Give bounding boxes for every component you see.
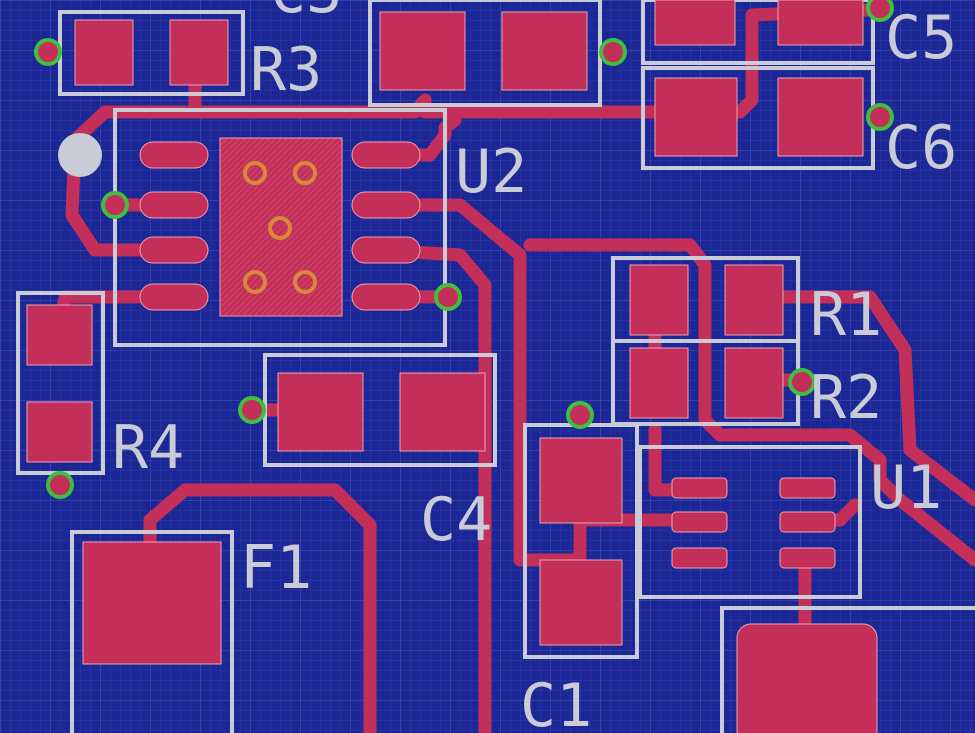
thermal-via	[293, 270, 317, 294]
u1-pin-2	[671, 511, 728, 533]
ref-u1: U1	[870, 453, 942, 523]
f1-pad	[82, 541, 222, 665]
r4-pad-2	[26, 401, 93, 463]
via	[599, 38, 627, 66]
via	[101, 191, 129, 219]
u2-pin-8	[351, 141, 421, 169]
c5-pad-2	[777, 0, 864, 46]
u1-outline	[638, 445, 862, 599]
r1-pad-1	[629, 264, 689, 336]
r4-pad-1	[26, 304, 93, 366]
ref-c5: C5	[885, 3, 957, 73]
u1-pin-5	[779, 511, 836, 533]
bottom-pad-outline	[720, 606, 975, 733]
bottom-large-pad	[736, 623, 878, 733]
vias	[34, 0, 894, 499]
thermal-via	[268, 216, 292, 240]
via	[434, 283, 462, 311]
ref-r1: R1	[810, 280, 882, 350]
via	[34, 38, 62, 66]
via	[46, 471, 74, 499]
ref-c6: C6	[885, 113, 957, 183]
via	[866, 0, 894, 22]
r3-pad-2	[169, 19, 229, 86]
thermal-via	[293, 161, 317, 185]
ref-u2: U2	[455, 137, 527, 207]
trace-u2-left	[65, 105, 147, 257]
ref-f1: F1	[240, 533, 312, 603]
u1-pin-6	[779, 477, 836, 499]
u1-pin-3	[671, 547, 728, 569]
via	[566, 401, 594, 429]
u2-pin-2	[139, 191, 209, 219]
ref-c4: C4	[420, 485, 492, 555]
r3-pad-1	[74, 19, 134, 86]
trace-r1-right	[748, 290, 975, 507]
ref-c3: C3	[270, 0, 342, 27]
c1-pad-2	[539, 559, 623, 646]
ref-r3: R3	[250, 35, 322, 105]
f1-outline	[70, 530, 234, 733]
u2-thermal-vias	[243, 161, 317, 294]
u2-pin-1	[139, 141, 209, 169]
thermal-via	[243, 270, 267, 294]
trace-f1-loop	[143, 483, 377, 733]
u2-pin-4	[139, 283, 209, 311]
via	[788, 368, 816, 396]
r2-pad-2	[724, 347, 784, 419]
c3-pad-2	[501, 11, 588, 91]
ref-r2: R2	[810, 363, 882, 433]
c4-pad-1	[277, 372, 364, 452]
c6-pad-1	[654, 77, 738, 157]
c3-pad-1	[379, 11, 466, 91]
c5-outline	[641, 0, 875, 65]
c1-pad-1	[539, 437, 623, 524]
r2-pad-1	[629, 347, 689, 419]
r1-pad-2	[724, 264, 784, 336]
u2-pin-3	[139, 236, 209, 264]
u2-outline	[113, 108, 447, 347]
ref-r4: R4	[112, 413, 184, 483]
u1-pin-1	[671, 477, 728, 499]
trace-r1-loop	[523, 238, 975, 567]
u2-pin-5	[351, 283, 421, 311]
pads	[26, 0, 878, 733]
via	[238, 396, 266, 424]
u2-pin1-marker	[58, 133, 102, 177]
u1-pin-4	[779, 547, 836, 569]
via	[866, 103, 894, 131]
thermal-via	[243, 161, 267, 185]
u2-pin-6	[351, 236, 421, 264]
c5-pad-1	[654, 0, 736, 46]
u2-pin-7	[351, 191, 421, 219]
reference-designators: C3 R3 C5 C6 U2 R1 R2 R4 U1 C4 F1 C1	[112, 0, 957, 733]
u2-thermal-hatch	[220, 138, 342, 316]
c6-pad-2	[777, 77, 864, 157]
c4-pad-2	[399, 372, 486, 452]
ref-c1: C1	[520, 671, 592, 733]
